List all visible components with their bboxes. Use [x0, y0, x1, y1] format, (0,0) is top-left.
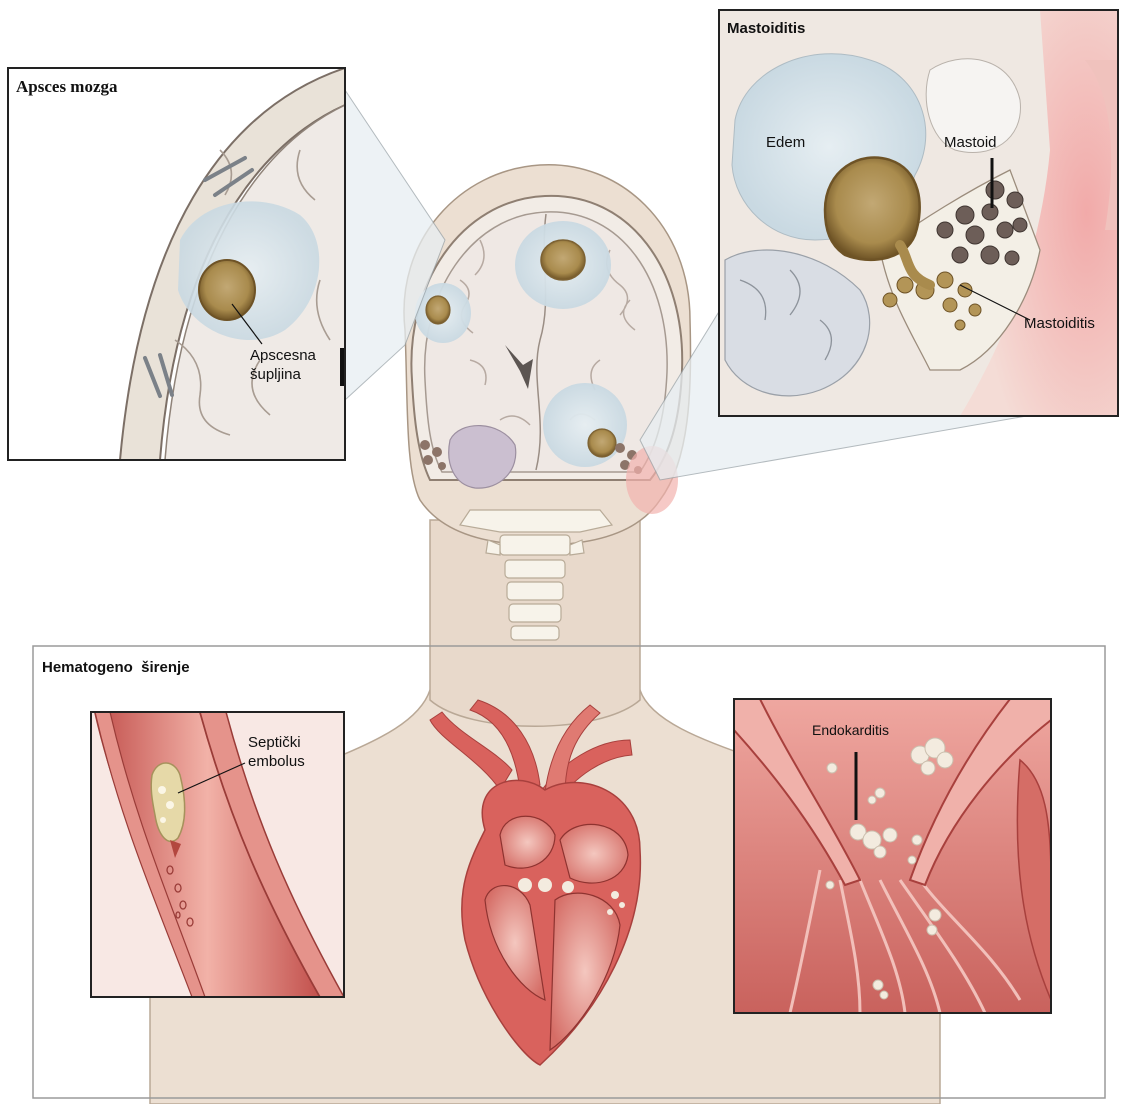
panel-mastoiditis [719, 10, 1118, 416]
label-endocarditis: Endokarditis [812, 720, 932, 744]
brain-cross-section [411, 196, 682, 514]
label-mastoid: Mastoid [944, 132, 1034, 156]
label-abscess-cavity: Apscesna šupljina [250, 346, 345, 390]
panel-title-hematogenous: Hematogeno širenje [42, 656, 342, 682]
panel-title-brain-abscess: Apsces mozga [16, 74, 266, 104]
label-mastoiditis: Mastoiditis [1024, 313, 1118, 337]
label-edema: Edem [766, 132, 846, 156]
panel-title-mastoiditis: Mastoiditis [727, 16, 927, 42]
label-septic-embolus: Septički embolus [248, 733, 343, 777]
panel-endocarditis [734, 699, 1051, 1013]
panel-brain-abscess [8, 68, 345, 460]
